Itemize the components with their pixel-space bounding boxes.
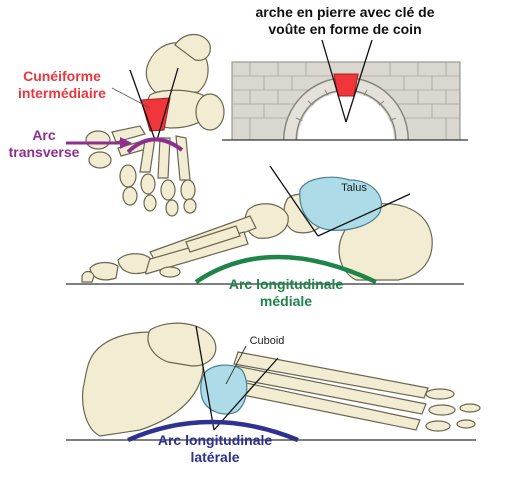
bridge-wedge-left — [321, 39, 347, 123]
cuneiform-label-line2: intermédiaire — [18, 85, 106, 101]
transverse-arch-label: Arc transverse — [4, 127, 84, 161]
transverse-arch — [126, 137, 184, 154]
lateral-arch-label: Arc longitudinale latérale — [130, 432, 300, 466]
transverse-label-line1: Arc — [32, 127, 56, 143]
medial-label-line1: Arc longitudinale — [228, 276, 344, 292]
lateral-label-line1: Arc longitudinale — [157, 432, 273, 448]
talus-label: Talus — [341, 182, 367, 194]
cuboid-leader — [225, 345, 247, 385]
lateral-wedge-right — [213, 357, 279, 431]
medial-wedge-right — [317, 193, 411, 237]
cuneiform-label-line1: Cunéiforme — [23, 68, 101, 84]
cuneiform-label: Cunéiforme intermédiaire — [6, 68, 118, 102]
medial-label-line2: médiale — [259, 293, 313, 309]
wedge-line-right — [156, 67, 179, 141]
bridge-wedge-right — [345, 39, 373, 123]
cuboid-bone — [200, 364, 248, 415]
medial-arch-label: Arc longitudinale médiale — [196, 276, 376, 310]
cuneiform-leader — [111, 87, 151, 109]
bridge-title-line1: arche en pierre avec clé de — [255, 4, 435, 20]
medial-wedge-left — [269, 165, 319, 237]
medial-arch — [194, 254, 377, 285]
transverse-arrowhead — [120, 137, 132, 149]
lateral-arch — [127, 419, 299, 443]
wedge-line-left — [129, 69, 156, 141]
lateral-wedge-left — [195, 325, 215, 431]
transverse-label-line2: transverse — [8, 144, 80, 160]
cuboid-label: Cuboid — [249, 335, 285, 347]
bridge-title-line2: voûte en forme de coin — [268, 21, 422, 37]
lateral-label-line2: latérale — [190, 449, 240, 465]
bridge-title: arche en pierre avec clé de voûte en for… — [240, 4, 450, 38]
